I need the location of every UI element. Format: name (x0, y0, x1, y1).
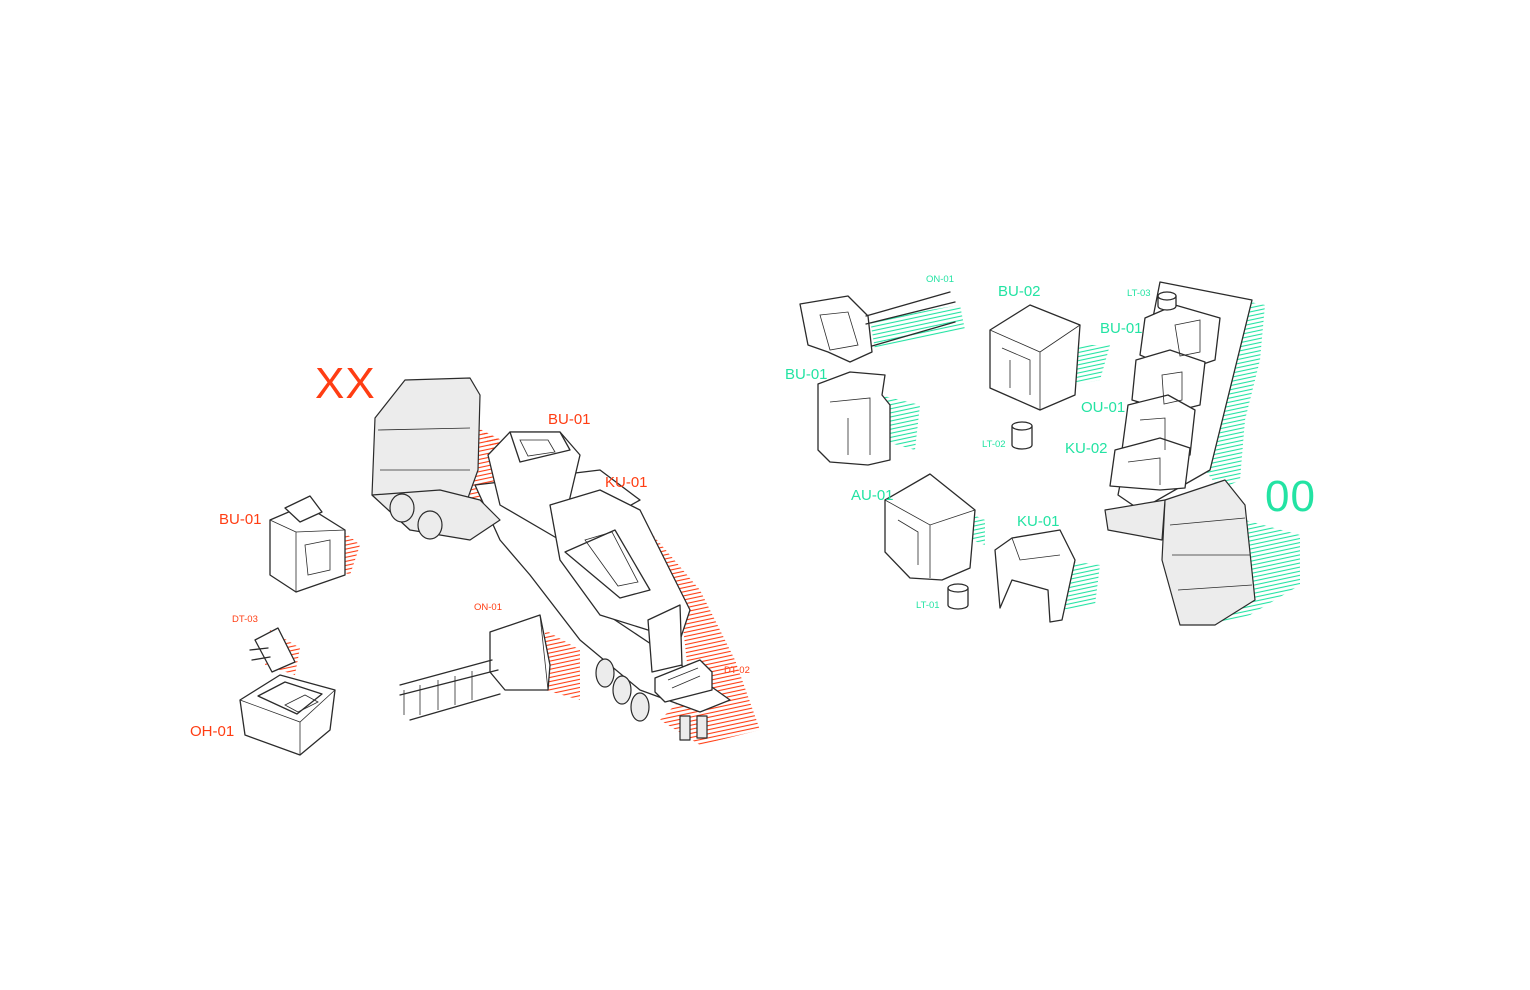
label-right-bu02: BU-02 (998, 283, 1041, 300)
module-lt01 (947, 583, 969, 610)
label-right-bu01-left: BU-01 (785, 366, 828, 383)
left-assembly (239, 377, 760, 756)
module-bu02 (989, 304, 1110, 411)
right-assembly (799, 281, 1300, 626)
module-bu01-right-left (817, 371, 920, 466)
right-group-title: 00 (1265, 472, 1316, 521)
label-left-dt02: DT-02 (724, 665, 750, 676)
module-oh01 (239, 674, 336, 756)
label-right-lt03: LT-03 (1127, 288, 1151, 299)
module-on01-right (799, 291, 965, 363)
stacked-assembly (1109, 281, 1265, 511)
module-ku01-right (994, 529, 1100, 623)
truck-cab-right (1104, 479, 1300, 626)
label-right-lt01: LT-01 (916, 600, 940, 611)
label-right-ku02: KU-02 (1065, 440, 1108, 457)
module-dt03 (249, 627, 300, 675)
label-left-on01: ON-01 (474, 602, 502, 613)
left-group-title: XX (315, 359, 376, 408)
label-right-lt02: LT-02 (982, 439, 1006, 450)
label-right-on01: ON-01 (926, 274, 954, 285)
label-left-ku01: KU-01 (605, 474, 648, 491)
module-lt02 (1011, 421, 1033, 450)
label-right-bu01-right: BU-01 (1100, 320, 1143, 337)
module-bu01-standalone (269, 495, 360, 593)
on01-right-shadow-hatch (870, 305, 965, 350)
label-left-bu01-side: BU-01 (219, 511, 262, 528)
stack-shadow-hatch (1205, 300, 1265, 490)
trailer-wheels (595, 658, 708, 741)
module-au01 (884, 473, 985, 581)
truck-cab (371, 377, 501, 541)
module-on01-ramp (399, 614, 580, 721)
label-left-dt03: DT-03 (232, 614, 258, 625)
label-right-ou01: OU-01 (1081, 399, 1126, 416)
label-right-au01: AU-01 (851, 487, 894, 504)
module-dt02-on-trailer (647, 604, 713, 703)
label-left-oh01: OH-01 (190, 723, 235, 740)
module-ku01-on-trailer (549, 489, 691, 641)
ramp-shadow-hatch (545, 630, 580, 700)
trailer-bed (474, 469, 731, 713)
label-right-ku01: KU-01 (1017, 513, 1060, 530)
label-left-bu01-top: BU-01 (548, 411, 591, 428)
